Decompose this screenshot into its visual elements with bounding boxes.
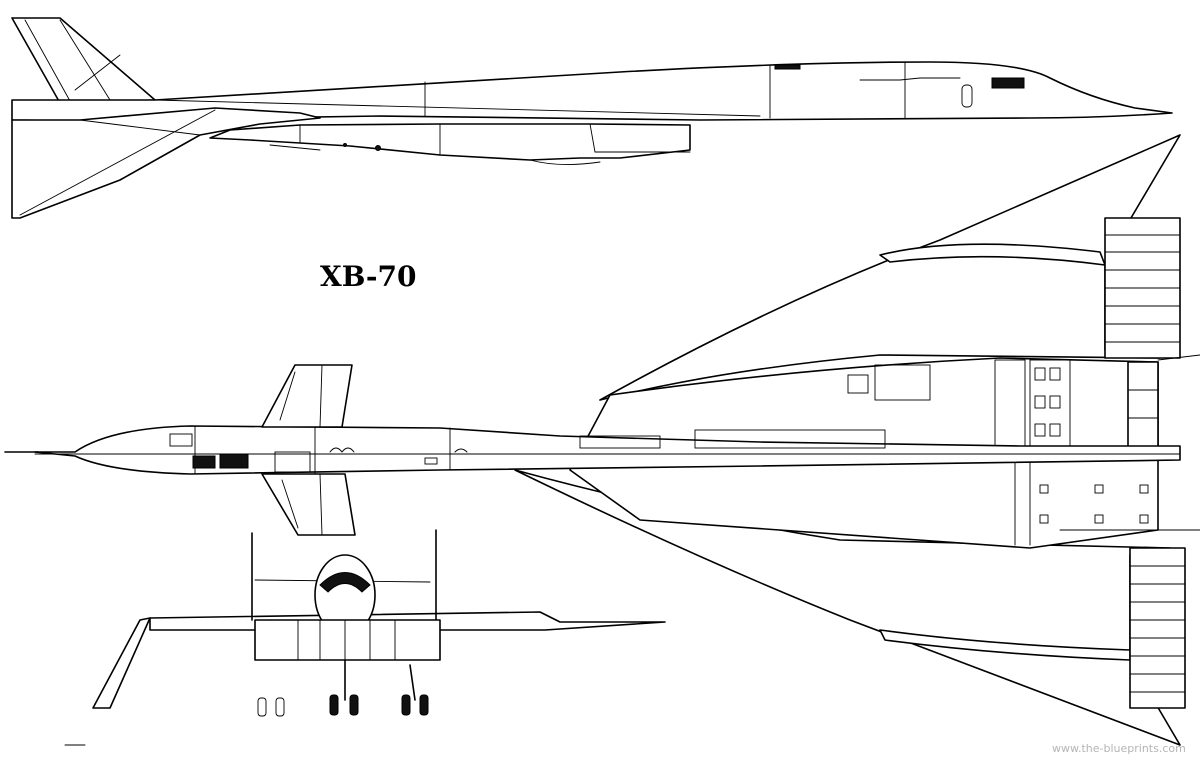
front-gear-wheel (329, 694, 339, 716)
front-gear-wheel (349, 694, 359, 716)
top-canard-lower (261, 473, 356, 536)
front-gear-outline (257, 697, 267, 717)
top-view (4, 134, 1200, 746)
top-elevons-lower (1129, 547, 1186, 709)
top-fuselage (34, 425, 1181, 475)
front-wingtip-left (92, 617, 151, 709)
side-vertical-tail (11, 17, 156, 104)
side-engine-nacelle (209, 123, 691, 161)
front-view (92, 529, 666, 717)
front-engine-box (254, 619, 441, 661)
front-gear-wheel (401, 694, 411, 716)
top-wing-upper (599, 134, 1181, 401)
top-exhausts (1127, 361, 1159, 448)
front-gear-strut-main (409, 664, 416, 701)
top-canard-upper (261, 364, 353, 428)
front-gear-outline (275, 697, 285, 717)
side-canard-wingtip (11, 107, 321, 219)
drawing-title: XB-70 (320, 260, 417, 293)
side-view (11, 17, 1173, 219)
watermark: www.the-blueprints.com (1052, 742, 1186, 755)
front-gear-wheel (419, 694, 429, 716)
